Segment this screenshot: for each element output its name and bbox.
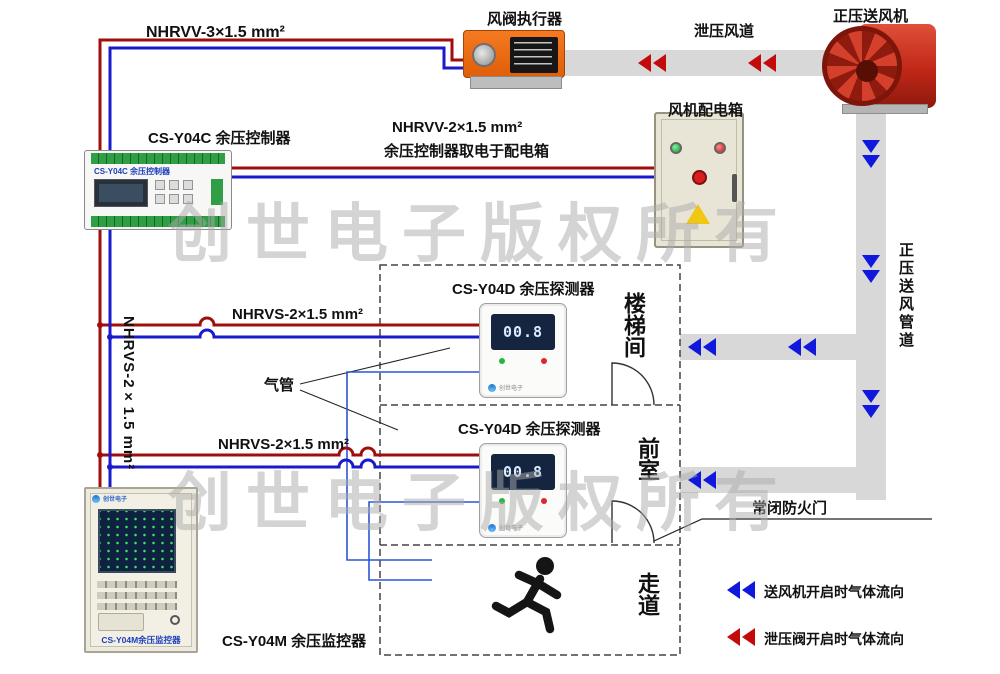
detector-display: 00.8: [491, 454, 555, 490]
wire-red-detector1: [100, 316, 479, 327]
fire-door-label: 常闭防火门: [752, 500, 828, 517]
red-push-button: [692, 170, 707, 185]
cabinet-handle: [732, 174, 737, 202]
detector-indicators: [499, 358, 547, 364]
monitor-screen: [98, 509, 176, 573]
room-label-frontroom: 前室: [635, 437, 660, 481]
fire-door-symbol: [611, 500, 655, 544]
red-led-icon: [541, 358, 547, 364]
terminal-strip-top: [91, 153, 225, 164]
detector-brand: 创世电子: [488, 523, 523, 532]
detector-reading: 00.8: [502, 463, 544, 481]
wire-blue-detector2: [110, 458, 479, 469]
wire-label-nhrvs-riser: NHRVS-2×1.5 mm²: [120, 316, 137, 471]
running-person-icon: [491, 557, 562, 634]
monitor-label: CS-Y04M 余压监控器: [222, 633, 367, 650]
wire-blue-detector1: [110, 328, 479, 339]
wire-red-actuator: [98, 38, 464, 152]
brand-logo-icon: [488, 523, 496, 532]
wire-label-nhrvs-branch1: NHRVS-2×1.5 mm²: [232, 306, 364, 323]
monitor-brand: 创世电子: [92, 494, 127, 503]
room-label-stairwell: 楼梯间: [621, 292, 646, 358]
detector-display: 00.8: [491, 314, 555, 350]
legend-supply-flow-icon: [727, 581, 755, 599]
damper-body: [470, 76, 562, 89]
actuator-shaft-icon: [472, 43, 496, 67]
wire-label-nhrvs-branch2: NHRVS-2×1.5 mm²: [218, 436, 350, 453]
controller-terminal-block: [211, 179, 223, 205]
wire-red-detector2: [100, 446, 479, 457]
wires-red: [97, 38, 654, 487]
controller-face-title: CS-Y04C 余压控制器: [94, 167, 171, 176]
brand-text: 创世电子: [103, 497, 128, 503]
relief-duct: [540, 50, 840, 76]
fan-power-distribution-box: [654, 112, 744, 248]
detector-indicators: [499, 498, 547, 504]
actuator-label: 风阀执行器: [487, 11, 563, 28]
air-tube-leader-lines: [299, 347, 451, 431]
damper-actuator-device: [463, 30, 565, 78]
monitor-buttons-row: [97, 592, 177, 599]
actuator-label-panel: [510, 37, 558, 73]
cs-y04c-controller-device: CS-Y04C 余压控制器: [84, 150, 232, 230]
supply-fan-stand: [842, 104, 928, 114]
legend-relief-flow-text: 泄压阀开启时气体流向: [764, 631, 904, 647]
brand-text: 创世电子: [499, 386, 524, 392]
room-boundaries: [379, 264, 681, 656]
supply-fan-blades-icon: [822, 26, 902, 106]
monitor-keyhole: [170, 615, 180, 625]
cs-y04d-detector-device-stairwell: 00.8 创世电子: [479, 303, 567, 398]
air-tube-stairwell: [346, 371, 479, 561]
air-tube-label: 气管: [264, 377, 295, 394]
controller-buttons: [155, 180, 201, 206]
air-tubes: [346, 371, 479, 581]
monitor-buttons-row: [97, 581, 177, 588]
supply-duct-label: 正压送风管道: [897, 242, 914, 350]
monitor-buttons-row: [97, 603, 177, 610]
controller-label: CS-Y04C 余压控制器: [148, 130, 291, 147]
distribution-box-label: 风机配电箱: [668, 102, 744, 119]
monitor-slot: [98, 613, 144, 631]
brand-logo-icon: [488, 383, 496, 392]
cs-y04m-monitor-device: 创世电子 CS-Y04M余压监控器: [84, 487, 198, 653]
detector2-label: CS-Y04D 余压探测器: [458, 421, 601, 438]
room-label-corridor: 走道: [635, 572, 660, 616]
fire-door-symbols: [611, 362, 655, 544]
wire-blue-actuator: [108, 46, 464, 152]
controller-display: [94, 179, 148, 207]
wire-label-nhrvv3: NHRVV-3×1.5 mm²: [146, 24, 285, 41]
detector1-label: CS-Y04D 余压探测器: [452, 281, 595, 298]
brand-logo-icon: [92, 494, 100, 503]
detector-brand: 创世电子: [488, 383, 523, 392]
red-led-icon: [541, 498, 547, 504]
terminal-strip-bottom: [91, 216, 225, 227]
legend-supply-flow-text: 送风机开启时气体流向: [764, 584, 904, 600]
legend-relief-flow-icon: [727, 628, 755, 646]
brand-text: 创世电子: [499, 526, 524, 532]
green-led-icon: [499, 498, 505, 504]
air-tube-frontroom: [368, 501, 479, 581]
wire-label-nhrvv2: NHRVV-2×1.5 mm²: [392, 119, 523, 136]
monitor-face-label: CS-Y04M余压监控器: [101, 635, 181, 645]
red-indicator-lamp: [714, 142, 726, 154]
green-indicator-lamp: [670, 142, 682, 154]
fan-label: 正压送风机: [833, 8, 909, 25]
wire-label-nhrvv2-note: 余压控制器取电于配电箱: [384, 143, 550, 160]
wires-blue: [107, 46, 654, 487]
cs-y04d-detector-device-frontroom: 00.8 创世电子: [479, 443, 567, 538]
detector-reading: 00.8: [502, 323, 544, 341]
fire-door-leader-line: [653, 518, 932, 542]
relief-duct-label: 泄压风道: [694, 23, 755, 40]
fire-door-symbol: [611, 362, 655, 406]
green-led-icon: [499, 358, 505, 364]
